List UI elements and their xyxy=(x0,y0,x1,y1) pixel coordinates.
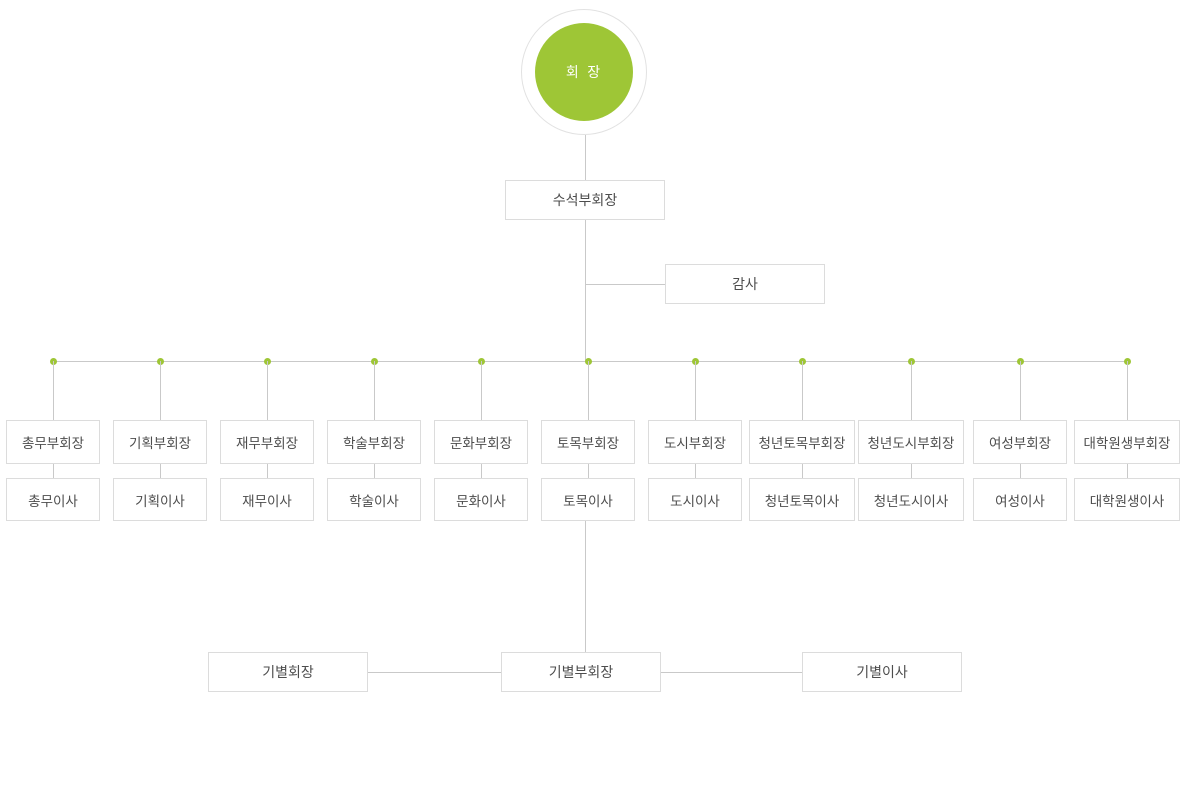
president-label: 회 장 xyxy=(565,65,603,81)
division-director-label: 도시이사 xyxy=(670,493,720,510)
connector-bus-to-vice-president xyxy=(267,361,268,420)
connector-vice-president-to-director xyxy=(53,464,54,478)
node-division-vice-president[interactable]: 도시부회장 xyxy=(648,420,742,464)
connector-vice-president-to-director xyxy=(802,464,803,478)
node-division-vice-president[interactable]: 문화부회장 xyxy=(434,420,528,464)
connector-bus-to-vice-president xyxy=(53,361,54,420)
node-division-director[interactable]: 기획이사 xyxy=(113,478,207,521)
node-division-vice-president[interactable]: 재무부회장 xyxy=(220,420,314,464)
division-vice-president-label: 총무부회장 xyxy=(21,436,85,452)
connector-vice-president-to-director xyxy=(1127,464,1128,478)
node-division-director[interactable]: 청년도시이사 xyxy=(858,478,964,521)
division-vice-president-label: 토목부회장 xyxy=(556,436,620,452)
node-division-director[interactable]: 도시이사 xyxy=(648,478,742,521)
connector-vice-president-to-director xyxy=(267,464,268,478)
node-division-director[interactable]: 여성이사 xyxy=(973,478,1067,521)
connector-class-left xyxy=(368,672,501,673)
connector-bus-to-vice-president xyxy=(160,361,161,420)
division-director-label: 대학원생이사 xyxy=(1089,493,1165,510)
node-auditor[interactable]: 감사 xyxy=(665,264,825,304)
division-director-label: 문화이사 xyxy=(456,493,506,510)
class-president-label: 기별회장 xyxy=(262,665,314,681)
division-director-label: 재무이사 xyxy=(242,493,292,510)
node-class-vice-president[interactable]: 기별부회장 xyxy=(501,652,661,692)
auditor-label: 감사 xyxy=(732,277,758,293)
division-vice-president-label: 도시부회장 xyxy=(663,436,727,452)
connector-bus-to-vice-president xyxy=(802,361,803,420)
division-director-label: 여성이사 xyxy=(995,493,1045,510)
division-vice-president-label: 문화부회장 xyxy=(449,436,513,452)
connector-vice-president-to-director xyxy=(1020,464,1021,478)
connector-bus-to-vice-president xyxy=(695,361,696,420)
connector-vice-president-to-director xyxy=(588,464,589,478)
connector-bus-to-vice-president xyxy=(588,361,589,420)
connector-bus-to-vice-president xyxy=(374,361,375,420)
node-class-president[interactable]: 기별회장 xyxy=(208,652,368,692)
connector-vice-president-to-director xyxy=(481,464,482,478)
node-division-vice-president[interactable]: 청년도시부회장 xyxy=(858,420,964,464)
node-division-director[interactable]: 문화이사 xyxy=(434,478,528,521)
connector-vice-president-to-director xyxy=(374,464,375,478)
connector-class-right xyxy=(661,672,802,673)
division-vice-president-label: 재무부회장 xyxy=(235,436,299,452)
division-vice-president-label: 청년도시부회장 xyxy=(867,436,955,452)
connector-vice-president-to-director xyxy=(911,464,912,478)
division-vice-president-label: 여성부회장 xyxy=(988,436,1052,452)
division-vice-president-label: 대학원생부회장 xyxy=(1083,436,1171,452)
node-division-vice-president[interactable]: 토목부회장 xyxy=(541,420,635,464)
president-node[interactable]: 회 장 xyxy=(535,23,633,121)
class-vice-president-label: 기별부회장 xyxy=(548,665,614,681)
node-division-vice-president[interactable]: 기획부회장 xyxy=(113,420,207,464)
node-division-director[interactable]: 토목이사 xyxy=(541,478,635,521)
node-division-director[interactable]: 대학원생이사 xyxy=(1074,478,1180,521)
connector-bus-to-vice-president xyxy=(1020,361,1021,420)
division-director-label: 청년도시이사 xyxy=(873,493,949,510)
division-director-label: 기획이사 xyxy=(135,493,185,510)
division-director-label: 토목이사 xyxy=(563,493,613,510)
division-director-label: 학술이사 xyxy=(349,493,399,510)
node-division-director[interactable]: 청년토목이사 xyxy=(749,478,855,521)
senior-vice-president-label: 수석부회장 xyxy=(552,193,618,209)
node-senior-vice-president[interactable]: 수석부회장 xyxy=(505,180,665,220)
node-division-vice-president[interactable]: 학술부회장 xyxy=(327,420,421,464)
class-director-label: 기별이사 xyxy=(856,665,908,681)
division-director-label: 청년토목이사 xyxy=(764,493,840,510)
node-division-vice-president[interactable]: 청년토목부회장 xyxy=(749,420,855,464)
connector-bus-to-vice-president xyxy=(1127,361,1128,420)
connector-vice-president-to-director xyxy=(695,464,696,478)
node-class-director[interactable]: 기별이사 xyxy=(802,652,962,692)
division-vice-president-label: 기획부회장 xyxy=(128,436,192,452)
connector-spine-deputy-to-bus xyxy=(585,220,586,361)
node-division-director[interactable]: 학술이사 xyxy=(327,478,421,521)
node-division-director[interactable]: 총무이사 xyxy=(6,478,100,521)
connector-vice-president-to-director xyxy=(160,464,161,478)
connector-bus-to-vice-president xyxy=(481,361,482,420)
division-director-label: 총무이사 xyxy=(28,493,78,510)
connector-spine-to-auditor xyxy=(585,284,665,285)
connector-bus-to-vice-president xyxy=(911,361,912,420)
division-vice-president-label: 학술부회장 xyxy=(342,436,406,452)
connector-president-to-deputy xyxy=(585,135,586,180)
node-division-vice-president[interactable]: 여성부회장 xyxy=(973,420,1067,464)
node-division-vice-president[interactable]: 대학원생부회장 xyxy=(1074,420,1180,464)
node-division-vice-president[interactable]: 총무부회장 xyxy=(6,420,100,464)
division-vice-president-label: 청년토목부회장 xyxy=(758,436,846,452)
node-division-director[interactable]: 재무이사 xyxy=(220,478,314,521)
connector-spine-to-class-row xyxy=(585,521,586,652)
